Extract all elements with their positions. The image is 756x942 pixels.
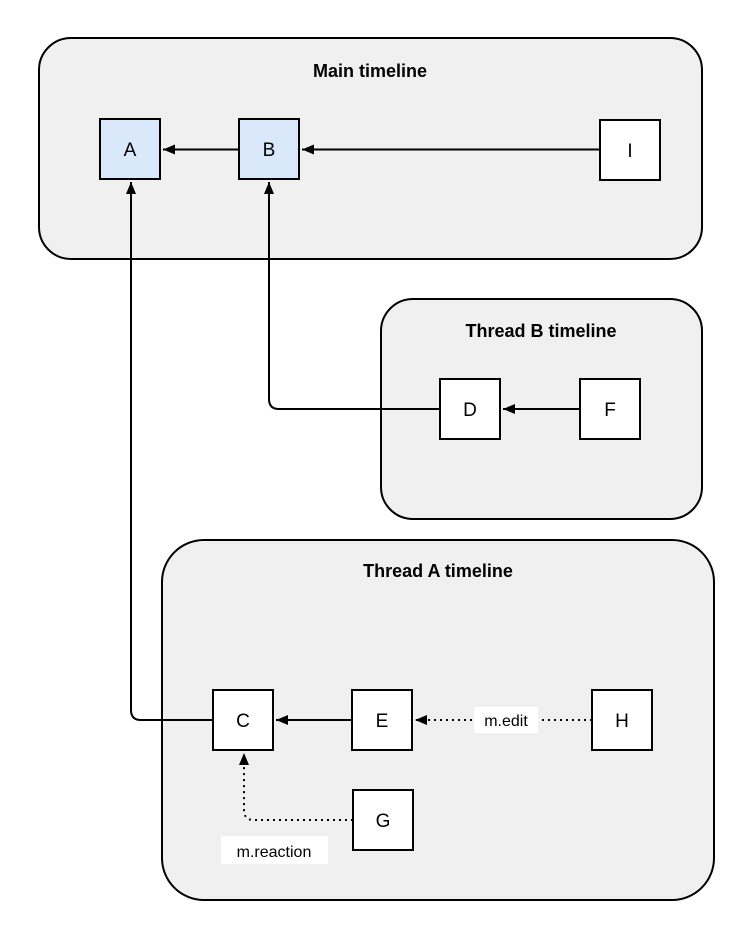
node-i: I [599,119,661,181]
node-h: H [591,689,653,751]
m-reaction-label-background [221,836,328,864]
node-g: G [352,789,414,851]
node-d: D [439,378,501,440]
node-e-box [351,689,413,751]
node-d-box [439,378,501,440]
node-d-label: D [463,400,477,421]
node-b: B [238,118,300,180]
node-i-label: I [627,141,632,162]
m-edit-label-background [474,707,538,733]
node-i-box [599,119,661,181]
edge-d-to-b [264,182,440,410]
node-g-box [352,789,414,851]
thread-a-timeline-title: Thread A timeline [363,561,513,581]
node-b-box [238,118,300,180]
node-f: F [579,378,641,440]
m-edit-label: m.edit [484,713,528,730]
node-b-label: B [263,140,276,161]
node-e-label: E [376,711,389,732]
main-timeline-title: Main timeline [313,61,427,81]
node-c-box [212,689,274,751]
node-c-label: C [236,711,250,732]
node-e: E [351,689,413,751]
node-h-box [591,689,653,751]
node-f-label: F [604,400,616,421]
edge-g-to-c-m-reaction [239,753,353,821]
edge-c-to-a [126,182,213,721]
node-f-box [579,378,641,440]
thread-b-timeline-title: Thread B timeline [465,321,616,341]
node-a-label: A [124,140,137,161]
node-c: C [212,689,274,751]
node-g-label: G [376,811,391,832]
node-h-label: H [615,711,629,732]
m-reaction-label: m.reaction [237,844,312,861]
node-a-box [99,118,161,180]
node-a: A [99,118,161,180]
